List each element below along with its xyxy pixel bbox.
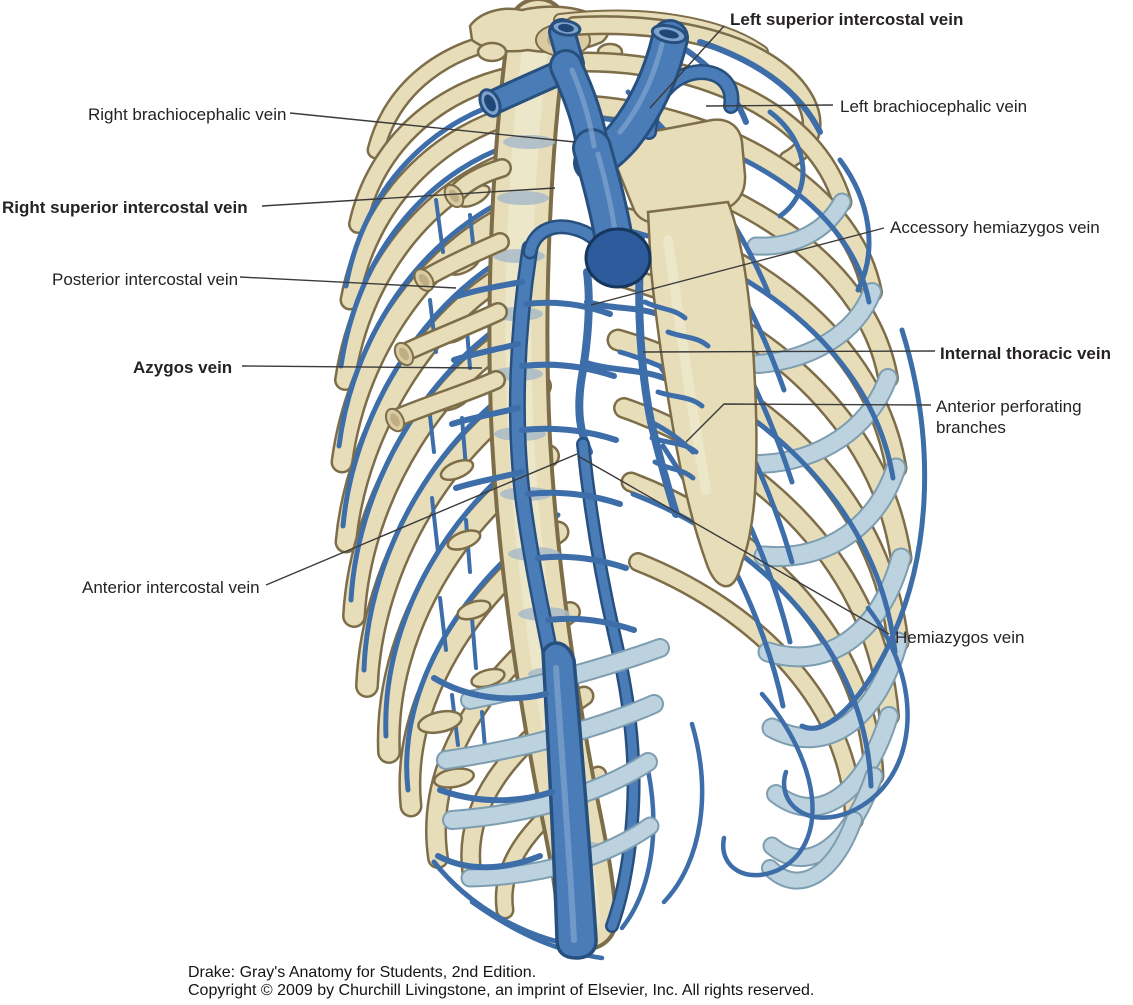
internal-thoracic-vein-shape [635, 232, 680, 518]
label-left-brachiocephalic-vein: Left brachiocephalic vein [840, 97, 1028, 116]
caption-source-line: Drake: Gray's Anatomy for Students, 2nd … [188, 964, 537, 981]
label-internal-thoracic-vein: Internal thoracic vein [940, 344, 1111, 363]
label-right-brachiocephalic-vein: Right brachiocephalic vein [88, 105, 287, 124]
label-right-superior-intercostal-vein: Right superior intercostal vein [2, 198, 248, 217]
label-hemiazygos-vein: Hemiazygos vein [895, 628, 1025, 647]
internal-thoracic-vein-group [635, 232, 711, 518]
cut-rib-stubs [384, 168, 502, 433]
leader-internal-thoracic-vein [642, 350, 936, 353]
label-accessory-hemiazygos-vein: Accessory hemiazygos vein [890, 218, 1100, 237]
leader-right-brachiocephalic-vein [289, 112, 576, 143]
rib-cut-faces [384, 183, 465, 433]
vessel-openings [478, 19, 688, 118]
leader-left-superior-intercostal-vein [649, 25, 725, 109]
leader-posterior-intercostal-vein [239, 276, 457, 289]
sternum [608, 118, 758, 588]
azygos-trunk-shape [541, 641, 598, 960]
leader-anterior-perforating-branches [685, 403, 932, 443]
great-veins [478, 19, 732, 289]
label-posterior-intercostal-vein: Posterior intercostal vein [52, 270, 239, 289]
leader-azygos-vein [241, 365, 483, 369]
leader-accessory-hemiazygos-vein [590, 227, 885, 306]
caption-copyright-line: Copyright © 2009 by Churchill Livingston… [188, 982, 815, 999]
leader-right-superior-intercostal-vein [261, 187, 556, 207]
azygos-trunk-lower [431, 641, 598, 960]
label-left-superior-intercostal-vein: Left superior intercostal vein [730, 10, 964, 29]
superior-vena-cava-cut-stub [584, 227, 652, 289]
leader-left-brachiocephalic-vein [705, 104, 834, 107]
label-anterior-intercostal-vein: Anterior intercostal vein [82, 578, 260, 597]
leader-hemiazygos-vein [577, 455, 890, 635]
label-anterior-perforating-branches: Anterior perforating branches [936, 397, 1082, 438]
leader-lines [239, 25, 936, 635]
leader-anterior-intercostal-vein [265, 453, 578, 586]
label-azygos-vein: Azygos vein [133, 358, 233, 377]
